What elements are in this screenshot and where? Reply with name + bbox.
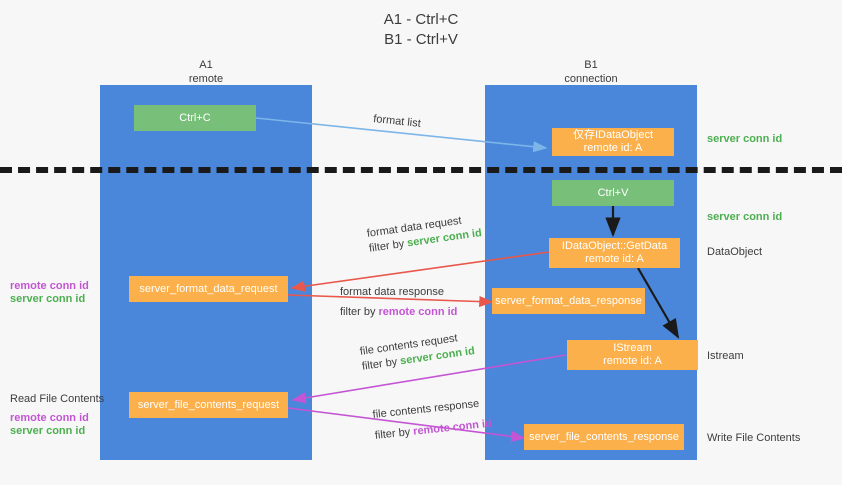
box-server-format-data-response: server_format_data_response xyxy=(492,288,645,314)
filter-by-remote-conn-id: remote conn id xyxy=(378,306,458,318)
label-remote-conn-id-1: remote conn id xyxy=(10,280,89,292)
box-idataobject: 仅存IDataObject remote id: A xyxy=(552,128,674,156)
column-a1-sub: remote xyxy=(188,73,224,85)
title-line-1: A1 - Ctrl+C xyxy=(383,11,459,28)
box-server-format-data-response-label: server_format_data_response xyxy=(495,294,642,307)
dashed-divider xyxy=(0,167,842,173)
box-istream: IStream remote id: A xyxy=(567,340,698,370)
label-server-conn-id-2: server conn id xyxy=(10,425,86,437)
label-istream: Istream xyxy=(707,350,744,362)
box-server-file-contents-response-label: server_file_contents_response xyxy=(529,430,679,443)
annotation-file-contents-response: file contents response filter by remote … xyxy=(372,396,492,444)
filter-by-text-3: filter by xyxy=(361,355,399,373)
label-read-file-contents: Read File Contents xyxy=(10,393,105,405)
box-idataobject-title: 仅存IDataObject xyxy=(572,129,654,141)
box-server-file-contents-request: server_file_contents_request xyxy=(129,392,288,418)
label-server-conn-id-top: server conn id xyxy=(707,133,783,145)
box-getdata-title: IDataObject::GetData xyxy=(561,240,668,252)
column-header-a1: A1 remote xyxy=(100,58,312,86)
column-b1-sub: connection xyxy=(564,73,618,85)
filter-by-text-2: filter by xyxy=(340,306,376,318)
column-header-b1: B1 connection xyxy=(485,58,697,86)
box-ctrl-c-label: Ctrl+C xyxy=(179,111,211,124)
label-server-conn-id-1: server conn id xyxy=(10,293,86,305)
diagram-title: A1 - Ctrl+C B1 - Ctrl+V xyxy=(0,10,842,50)
filter-by-text: filter by xyxy=(368,237,406,255)
title-line-2: B1 - Ctrl+V xyxy=(384,31,458,48)
box-ctrl-c: Ctrl+C xyxy=(134,105,256,131)
annotation-format-data-response-line2: filter by remote conn id xyxy=(340,305,457,320)
annotation-format-data-response: format data response filter by remote co… xyxy=(340,285,457,320)
box-idataobject-sub: remote id: A xyxy=(583,142,643,154)
filter-by-text-4: filter by xyxy=(374,426,411,442)
label-dataobject: DataObject xyxy=(707,246,763,258)
box-istream-title: IStream xyxy=(613,342,652,354)
label-write-file-contents: Write File Contents xyxy=(707,432,801,444)
box-ctrl-v: Ctrl+V xyxy=(552,180,674,206)
box-ctrl-v-label: Ctrl+V xyxy=(597,186,629,199)
box-server-file-contents-response: server_file_contents_response xyxy=(524,424,684,450)
annotation-format-data-request: format data request filter by server con… xyxy=(366,211,483,257)
filter-by-remote-conn-id-2: remote conn id xyxy=(412,417,493,438)
column-b1-name: B1 xyxy=(584,59,598,71)
box-server-format-data-request: server_format_data_request xyxy=(129,276,288,302)
label-server-conn-id-mid: server conn id xyxy=(707,211,783,223)
annotation-format-data-response-line1: format data response xyxy=(340,286,444,298)
box-getdata-sub: remote id: A xyxy=(585,253,644,265)
box-server-file-contents-request-label: server_file_contents_request xyxy=(137,398,280,411)
annotation-file-contents-request: file contents request filter by server c… xyxy=(359,329,476,375)
column-a1-name: A1 xyxy=(199,59,213,71)
annotation-format-list: format list xyxy=(372,112,422,130)
box-server-format-data-request-label: server_format_data_request xyxy=(139,282,278,295)
label-remote-conn-id-2: remote conn id xyxy=(10,412,89,424)
box-istream-sub: remote id: A xyxy=(603,355,662,367)
box-getdata: IDataObject::GetData remote id: A xyxy=(549,238,680,268)
